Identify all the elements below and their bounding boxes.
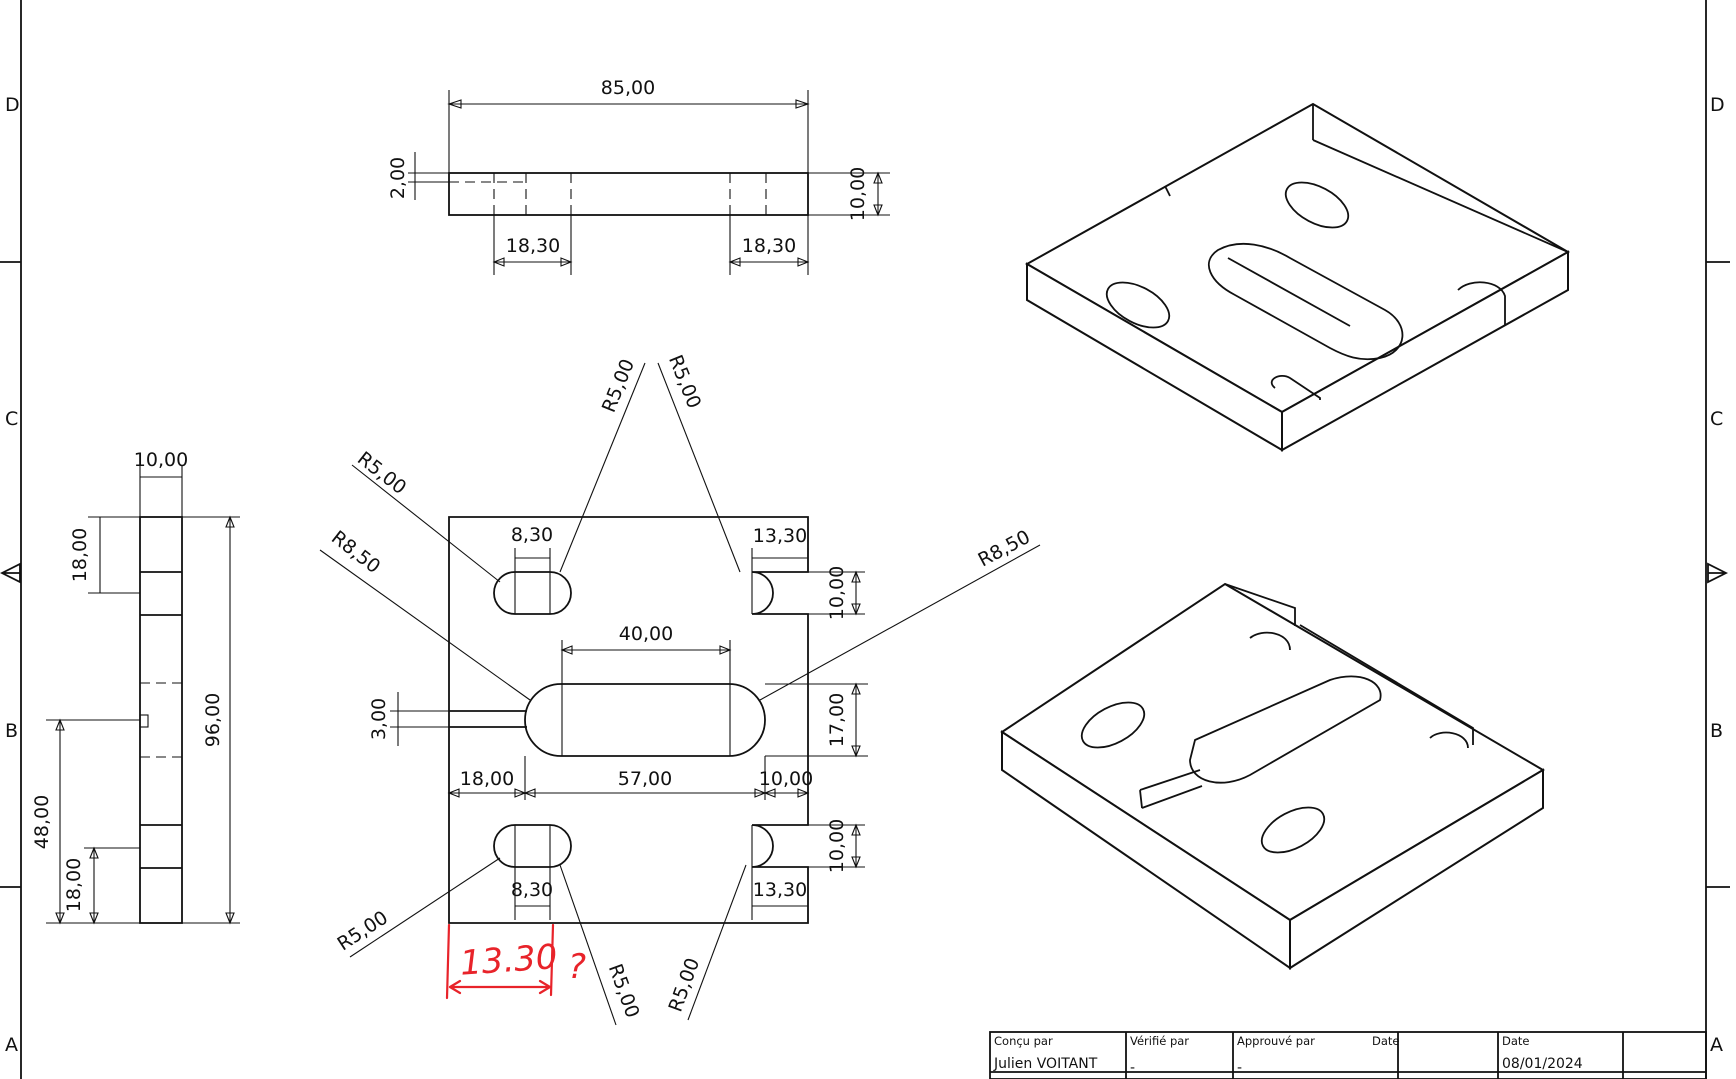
dim-top-left-slot: 18,30: [506, 235, 560, 257]
zone-label-d-right: D: [1710, 94, 1725, 116]
dim-side-bottom: 18,00: [63, 858, 85, 912]
red-annotation: 13.30 ?: [445, 923, 586, 1000]
top-view: 85,00 2,00 10,00 18,30 18,30: [387, 77, 890, 275]
zone-label-b-right: B: [1710, 720, 1723, 742]
title-block-date-value: 08/01/2024: [1502, 1056, 1583, 1072]
title-block-checked-label: Vérifié par: [1130, 1034, 1189, 1048]
dim-side-mid: 48,00: [31, 795, 53, 849]
title-block-date-label-1: Date: [1372, 1034, 1400, 1048]
side-view: 10,00 18,00 96,00 48,00 18,00: [31, 449, 240, 925]
dim-center-length: 57,00: [618, 768, 672, 790]
title-block-designed-label: Conçu par: [994, 1034, 1053, 1048]
title-block-date-label-2: Date: [1502, 1034, 1530, 1048]
dim-slot-top-left: 8,30: [511, 524, 553, 546]
dim-radius-big-left: R8,50: [327, 527, 384, 579]
title-block: Conçu par Julien VOITANT Vérifié par - A…: [989, 1031, 1707, 1079]
zone-label-c-right: C: [1710, 408, 1723, 430]
title-block-checked-value: -: [1130, 1060, 1135, 1076]
title-block-approved-value: -: [1237, 1060, 1242, 1076]
dim-slot-top-right: 13,30: [753, 525, 807, 547]
dim-radius-top-center-a: R5,00: [598, 356, 639, 416]
dim-side-width: 10,00: [134, 449, 188, 471]
dim-side-top: 18,00: [69, 528, 91, 582]
dim-groove: 3,00: [368, 698, 390, 740]
zone-label-b-left: B: [5, 720, 18, 742]
dim-top-step: 2,00: [387, 157, 409, 199]
dim-radius-bottom-center-a: R5,00: [604, 961, 644, 1021]
title-block-designed-value: Julien VOITANT: [993, 1056, 1098, 1072]
dim-center-height: 17,00: [826, 693, 848, 747]
dim-center-right: 10,00: [759, 768, 813, 790]
dim-slot-bottom-left: 8,30: [511, 879, 553, 901]
dim-slot-bottom-right: 13,30: [753, 879, 807, 901]
dim-slot-top-height: 10,00: [826, 566, 848, 620]
dim-center-left: 18,00: [460, 768, 514, 790]
title-block-approved-label: Approuvé par: [1237, 1034, 1315, 1048]
zone-label-a-right: A: [1710, 1034, 1723, 1056]
dim-top-right-slot: 18,30: [742, 235, 796, 257]
dim-top-width: 85,00: [601, 77, 655, 99]
dim-top-thickness: 10,00: [847, 167, 869, 221]
front-view: 8,30 13,30 10,00 40,00 17,00 3,00 18: [319, 352, 1041, 1026]
dim-radius-top-center-b: R5,00: [664, 352, 705, 412]
zone-label-a-left: A: [5, 1034, 18, 1056]
isometric-view-top: [1024, 102, 1571, 452]
annotation-measurement: 13.30: [459, 937, 559, 984]
zone-label-c-left: C: [5, 408, 18, 430]
dim-center-slot: 40,00: [619, 623, 673, 645]
zone-label-d-left: D: [5, 94, 20, 116]
isometric-view-bottom: [1000, 582, 1545, 970]
dim-slot-bottom-height: 10,00: [826, 819, 848, 873]
zone-labels: D C B A D C B A: [5, 94, 1725, 1056]
dim-side-height: 96,00: [202, 693, 224, 747]
dim-radius-bottom-center-b: R5,00: [665, 955, 705, 1015]
annotation-question-mark: ?: [568, 947, 586, 987]
